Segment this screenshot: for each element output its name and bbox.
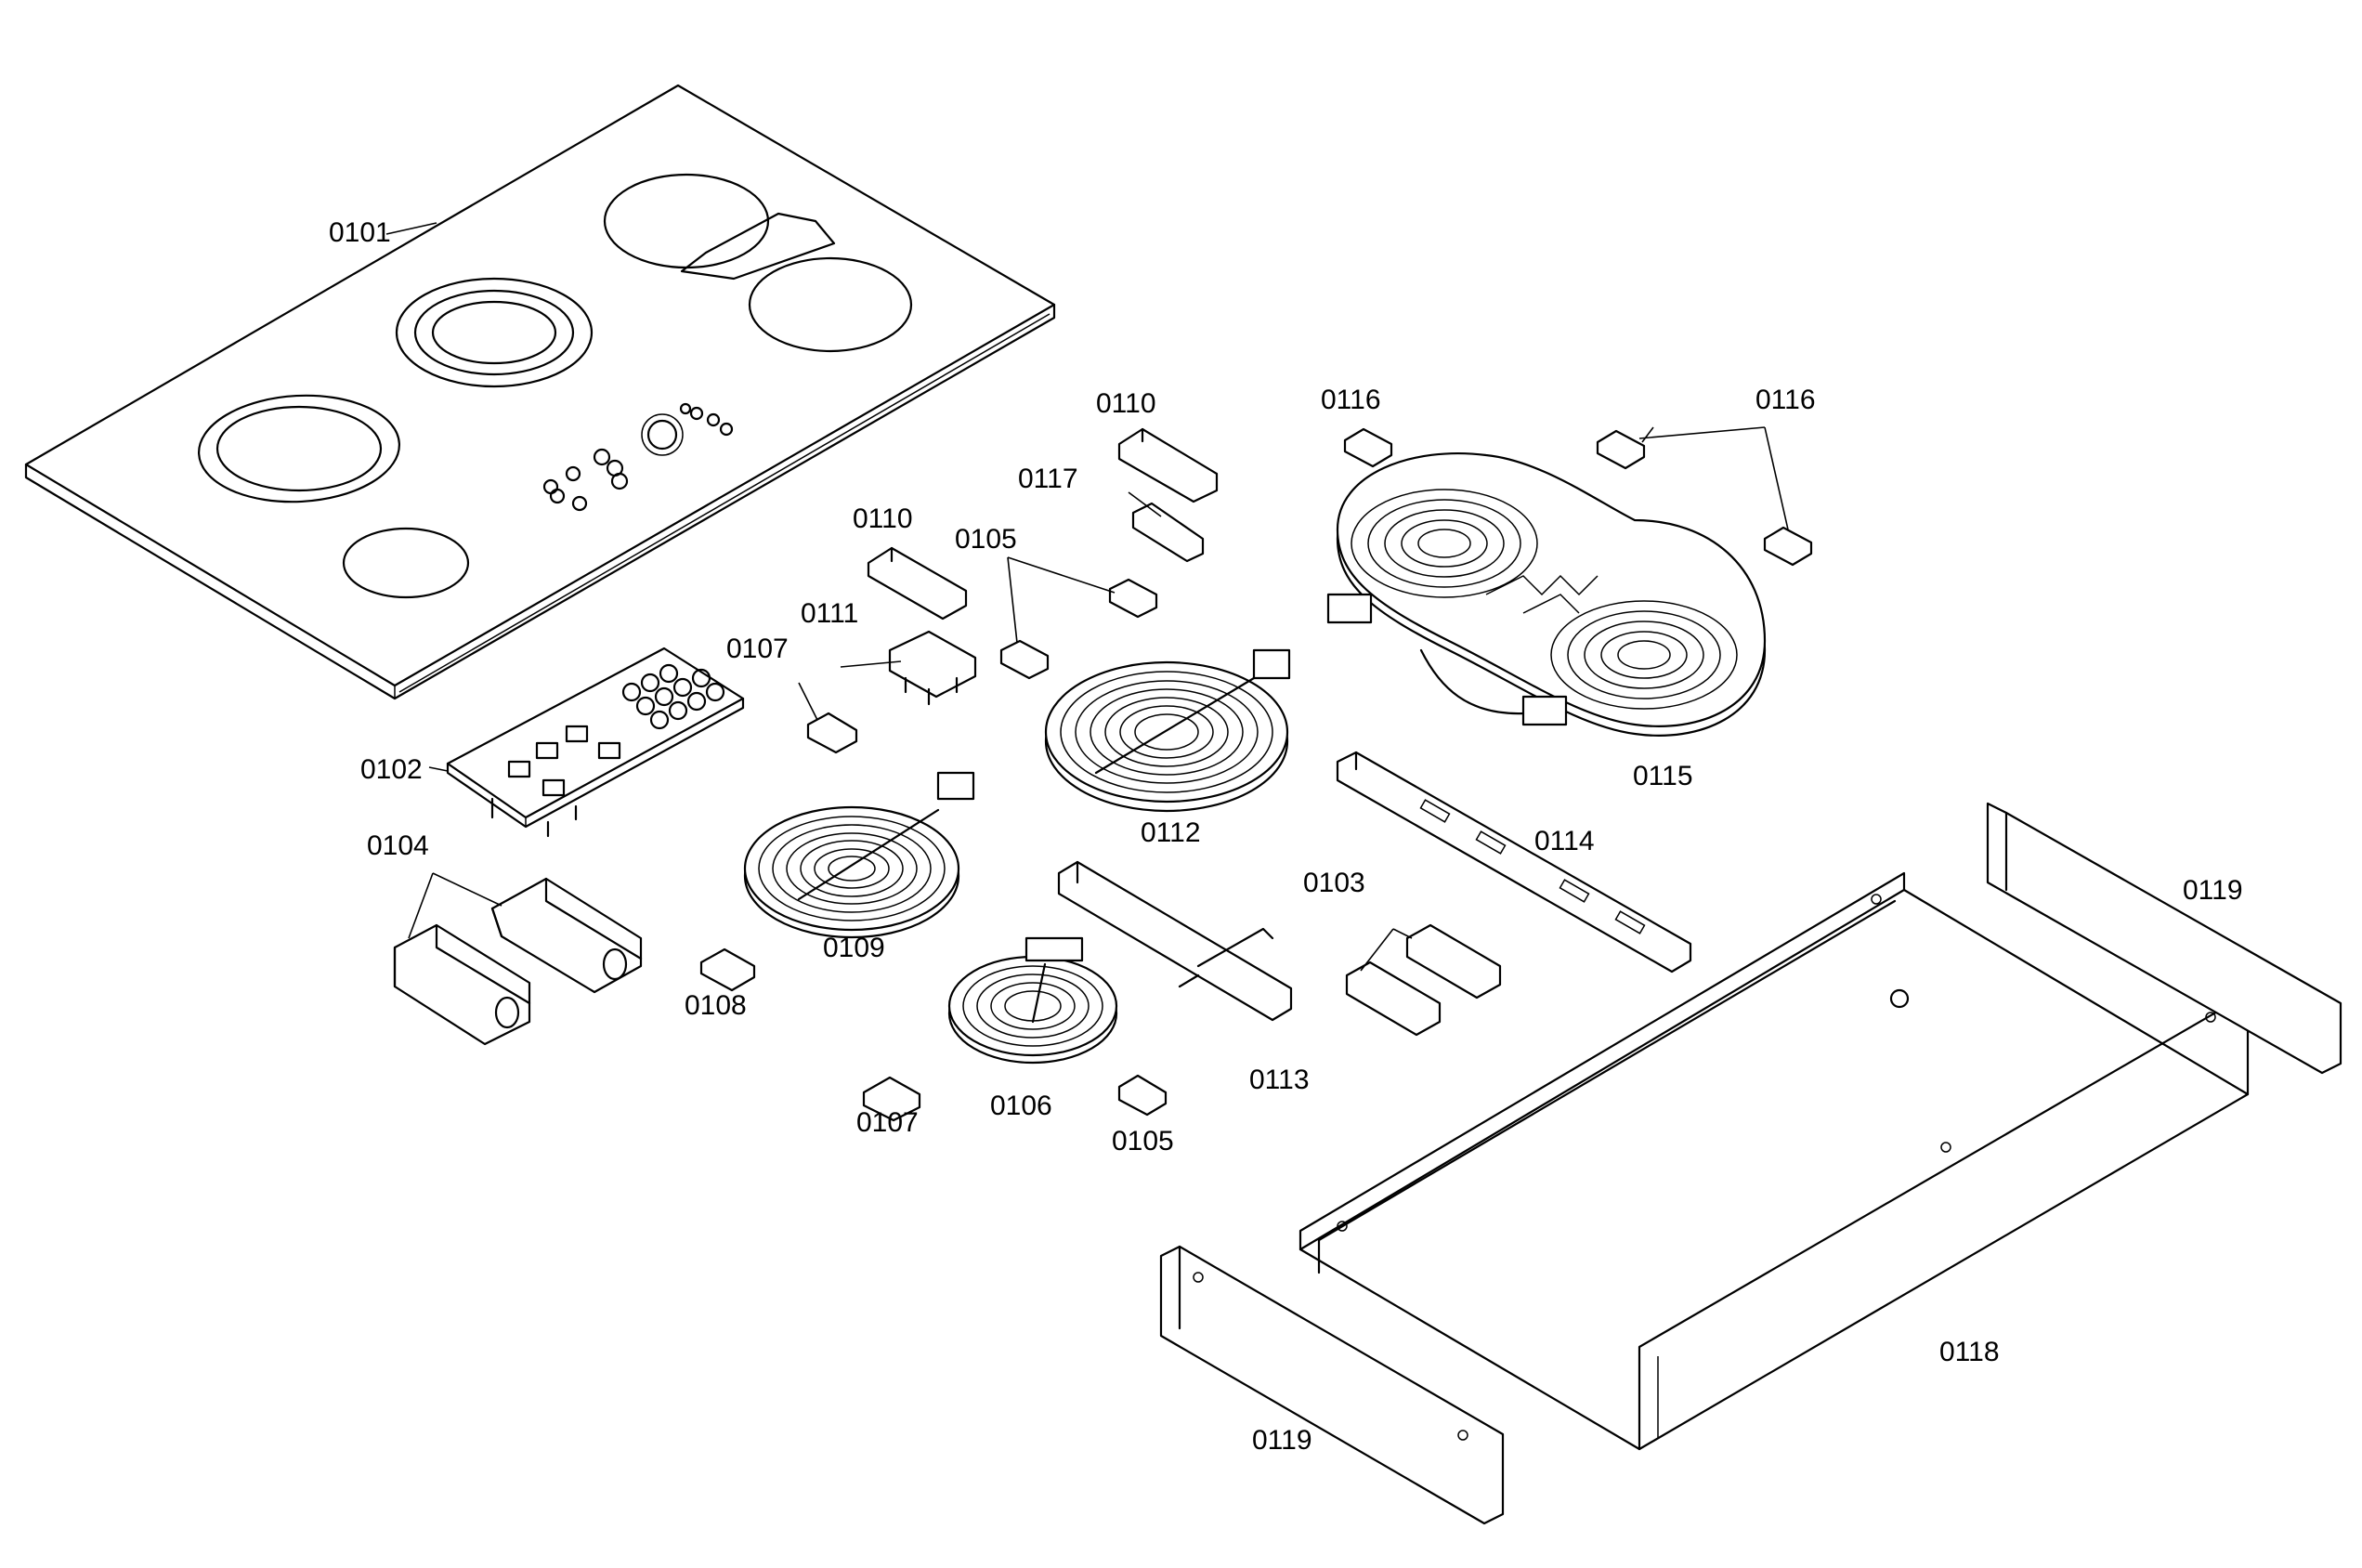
- part-0110a-bracket[interactable]: [1117, 427, 1219, 503]
- label-0115[interactable]: 0115: [1633, 761, 1693, 791]
- label-0110b[interactable]: 0110: [853, 503, 913, 534]
- part-0107a-clip[interactable]: [806, 712, 858, 754]
- label-0119a[interactable]: 0119: [2183, 875, 2243, 906]
- label-0111[interactable]: 0111: [801, 598, 858, 629]
- part-0107b-clip[interactable]: [862, 1076, 921, 1122]
- leader-lines: [385, 222, 1789, 972]
- part-0101-cooktop-glass[interactable]: [24, 84, 1056, 700]
- part-0105a-clip-2[interactable]: [999, 639, 1050, 680]
- label-0101[interactable]: 0101: [329, 217, 391, 248]
- label-0110a[interactable]: 0110: [1096, 388, 1156, 419]
- part-0117-terminal[interactable]: [1131, 502, 1205, 563]
- label-0116a[interactable]: 0116: [1321, 385, 1381, 415]
- label-0104[interactable]: 0104: [367, 830, 429, 861]
- part-0118-base-tray[interactable]: [1298, 871, 2250, 1451]
- part-labels: 0101 0102 0103 0104 0105 0105 0106 0107 …: [329, 217, 2243, 1456]
- part-0111-terminal-block[interactable]: [888, 630, 977, 706]
- part-0105b-clip[interactable]: [1117, 1074, 1168, 1117]
- label-0105b[interactable]: 0105: [1112, 1126, 1174, 1156]
- part-0114-rail[interactable]: [1336, 751, 1692, 973]
- part-0102-control-board[interactable]: [446, 647, 745, 838]
- label-0118[interactable]: 0118: [1939, 1337, 2000, 1367]
- label-0116b[interactable]: 0116: [1755, 385, 1816, 415]
- label-0103[interactable]: 0103: [1303, 868, 1365, 898]
- part-0103-clips[interactable]: [1345, 923, 1502, 1037]
- label-0117[interactable]: 0117: [1018, 464, 1078, 494]
- label-0109[interactable]: 0109: [823, 933, 885, 963]
- label-0107b[interactable]: 0107: [856, 1107, 919, 1138]
- label-0107a[interactable]: 0107: [726, 634, 789, 664]
- part-0106-radiant-element[interactable]: [947, 936, 1118, 1065]
- label-0119b[interactable]: 0119: [1252, 1425, 1312, 1456]
- part-0116b-clip[interactable]: [1596, 429, 1813, 567]
- part-0108-clip[interactable]: [699, 947, 756, 992]
- part-0109-radiant-element[interactable]: [743, 771, 975, 939]
- label-0113[interactable]: 0113: [1249, 1065, 1310, 1095]
- part-0119a-side-panel[interactable]: [1986, 802, 2342, 1075]
- part-0119b-side-panel[interactable]: [1159, 1245, 1505, 1525]
- part-0105a-clip[interactable]: [1108, 578, 1158, 619]
- part-0116a-clip[interactable]: [1343, 427, 1393, 468]
- part-0113-rail[interactable]: [1057, 860, 1293, 1022]
- label-0108[interactable]: 0108: [685, 990, 747, 1021]
- part-0104-brackets[interactable]: [393, 877, 643, 1046]
- label-0112[interactable]: 0112: [1141, 817, 1201, 848]
- part-0110b-bracket[interactable]: [867, 546, 968, 621]
- label-0102[interactable]: 0102: [360, 754, 423, 785]
- label-0114[interactable]: 0114: [1534, 826, 1595, 856]
- part-0115-dual-element[interactable]: [1326, 452, 1767, 737]
- label-0106[interactable]: 0106: [990, 1091, 1052, 1121]
- label-0105a[interactable]: 0105: [955, 524, 1017, 555]
- part-0112-radiant-element[interactable]: [1044, 648, 1291, 813]
